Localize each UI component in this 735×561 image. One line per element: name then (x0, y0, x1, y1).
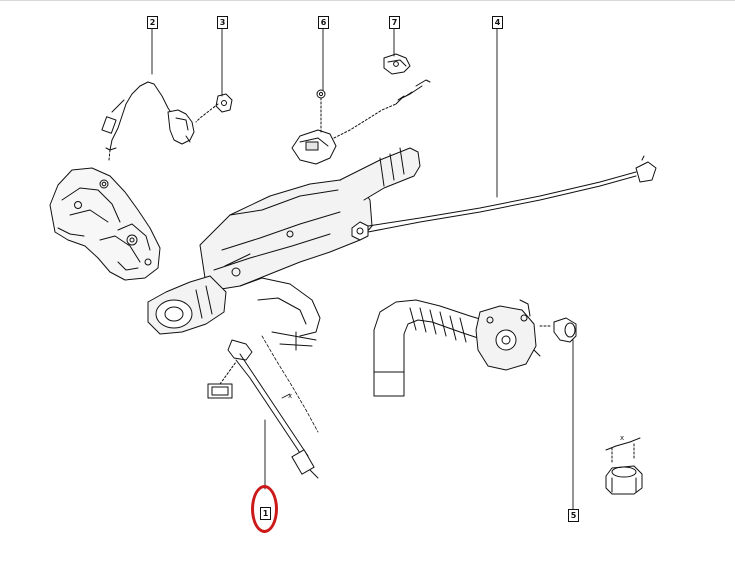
callout-4: 4 (492, 16, 503, 29)
dimension-label-nut: x (620, 434, 625, 442)
connector-clip (195, 93, 233, 123)
sensor-module-assembly (291, 79, 431, 165)
exhaust-manifold (49, 167, 161, 281)
long-sensor-assembly (351, 155, 657, 241)
callout-5: 5 (568, 509, 579, 522)
callout-3: 3 (217, 16, 228, 29)
callout-7: 7 (389, 16, 400, 29)
nut-detail (605, 437, 643, 495)
callout-2: 2 (147, 16, 158, 29)
downstream-sensor-assembly (207, 335, 319, 479)
catalytic-converter (147, 147, 421, 351)
upstream-sensor-assembly (101, 81, 195, 161)
callout-6: 6 (318, 16, 329, 29)
bolt-part (383, 53, 411, 75)
egr-pipe-assembly (373, 299, 577, 397)
dimension-label-sensor: x (288, 392, 293, 400)
top-border (0, 0, 735, 1)
leader-lines (151, 26, 574, 510)
highlight-ring (251, 485, 278, 533)
